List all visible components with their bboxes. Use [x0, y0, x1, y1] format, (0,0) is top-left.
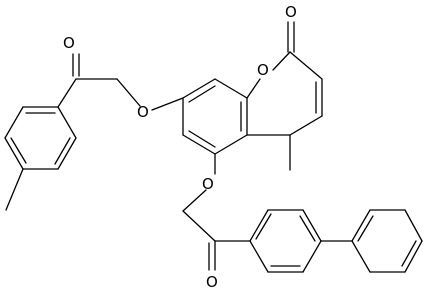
bond: [151, 97, 184, 111]
bond: [351, 240, 371, 273]
bond: [182, 134, 216, 155]
bond: [289, 115, 323, 136]
bonds: [4, 21, 423, 273]
atom-o-carbonyl: O: [285, 3, 297, 21]
bond: [214, 134, 248, 155]
atom-o-ether-left: O: [137, 103, 149, 121]
bond: [4, 106, 24, 139]
bond: [214, 78, 248, 99]
atom-o-ketone-left: O: [63, 34, 75, 52]
bond: [10, 137, 27, 164]
bond: [57, 78, 77, 108]
bond: [246, 78, 261, 99]
bond: [357, 215, 374, 242]
bond: [272, 51, 291, 71]
atom-o-ether-bottom: O: [202, 175, 214, 193]
bond: [351, 209, 371, 242]
bond: [401, 240, 417, 267]
bond: [302, 240, 322, 273]
bond: [5, 168, 24, 211]
bond: [4, 137, 24, 170]
atom-o-ketone-right: O: [206, 273, 218, 291]
bond: [404, 209, 423, 242]
bond: [57, 137, 77, 170]
bond: [116, 78, 141, 107]
bond: [302, 209, 322, 242]
bond: [182, 189, 207, 212]
bond: [188, 85, 216, 103]
bond: [182, 78, 216, 99]
bond: [289, 51, 323, 80]
bond: [299, 215, 316, 242]
atom-labels: O O O O O O: [63, 3, 297, 291]
bond: [188, 130, 216, 148]
bond: [249, 240, 269, 273]
bond: [404, 240, 423, 273]
bond: [249, 209, 269, 242]
atom-o-ring: O: [257, 61, 269, 79]
bond: [57, 106, 77, 139]
bond: [54, 137, 71, 165]
bond: [255, 213, 272, 240]
bond: [182, 210, 216, 242]
